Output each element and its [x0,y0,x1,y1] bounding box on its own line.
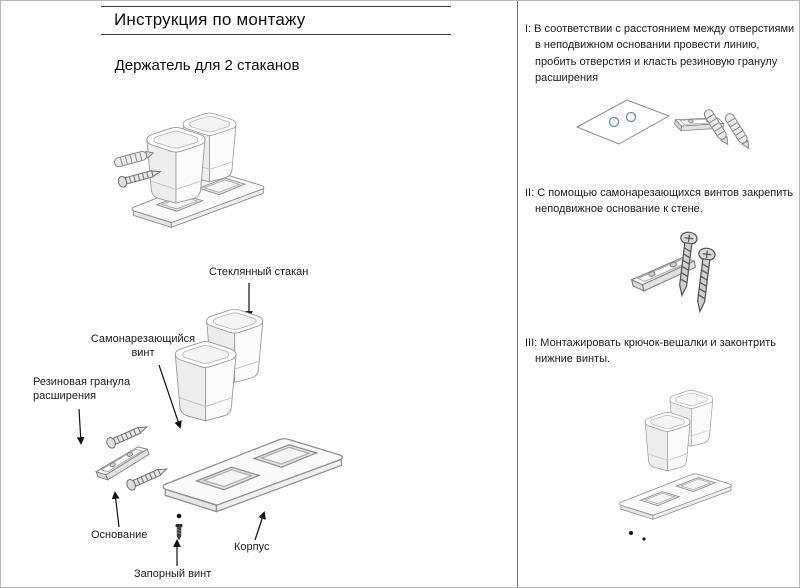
label-locking-screw: Запорный винт [134,568,212,580]
arrow-housing [254,511,266,541]
housing-plate [162,438,343,513]
label-rubber-granule: Резиновая гранула расширения [33,376,131,403]
wall-anchor [124,463,170,493]
label-glass-cup: Стеклянный стакан [209,266,309,278]
product-title: Держатель для 2 стаканов [114,57,300,74]
label-base: Основание [91,529,148,541]
screw-dot [629,531,633,535]
page-title-block: Инструкция по монтажу [101,6,451,35]
arrow-self-tapping-screw [158,364,182,429]
housing-plate [619,473,732,520]
drill-hole [625,111,637,123]
wall-surface [576,99,670,145]
exploded-view-illustration [76,283,343,566]
step-2-text: II: С помощью самонарезающихся винтов за… [525,187,794,216]
self-tapping-screw [104,421,150,451]
screw-dot [176,513,182,519]
page-title: Инструкция по монтажу [114,10,306,29]
screw-dot [642,537,646,541]
label-self-tapping-screw: Самонарезающийся винт [90,333,196,360]
step-1-illustration [576,99,754,152]
step-1-text: I: В соответствии с расстоянием между от… [525,23,795,84]
step-2-illustration [628,230,717,313]
column-divider [517,1,518,587]
glass-cup-front [644,412,691,472]
step-3-text: III: Монтажировать крючок-вешалки и зако… [525,337,776,366]
label-housing: Корпус [234,541,270,553]
assembled-view-illustration [113,112,265,228]
arrow-base [111,491,120,528]
locking-screw-illustration [175,524,183,541]
step-3-illustration [619,389,732,541]
arrow-rubber-granule [76,408,85,445]
drill-hole [608,116,620,128]
self-tapping-screw [691,246,717,313]
glass-cup-front [146,126,206,204]
